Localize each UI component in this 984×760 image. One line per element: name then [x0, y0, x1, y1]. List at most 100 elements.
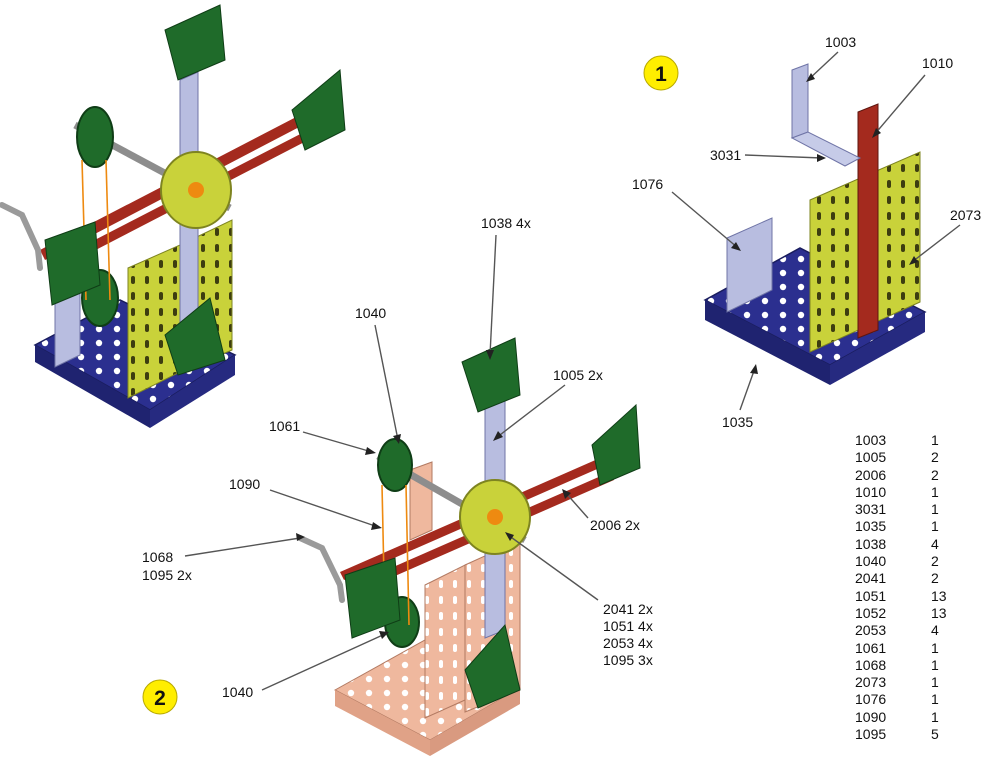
callout-1010: 1010: [922, 55, 953, 71]
step-1-number: 1: [655, 63, 667, 86]
crank-handle: [0, 202, 43, 271]
orange-bushing: [487, 509, 503, 525]
parts-list-row: 2053 4: [855, 622, 965, 639]
green-plate-right: [291, 69, 346, 151]
callout-1003: 1003: [825, 34, 856, 50]
orange-string-1090-b: [405, 484, 410, 626]
salmon-base-edge: [335, 690, 430, 756]
blue-base-plate-side: [150, 355, 235, 428]
callout-labels: 1003 1010 3031 1076 2073 1035 1038 4x 10…: [142, 34, 981, 700]
green-plate-bottom: [164, 297, 226, 376]
salmon-base-side: [430, 688, 520, 756]
green-plate-1038-right: [591, 403, 641, 486]
leader-1003: [807, 51, 839, 81]
callout-1040-bottom: 1040: [222, 684, 253, 700]
leader-1076: [671, 191, 739, 249]
part-number: 1003: [855, 432, 887, 448]
part-quantity: 1: [931, 432, 939, 448]
green-plate-1038-bottom: [464, 623, 521, 709]
part-number: 2041: [855, 570, 887, 587]
part-quantity: 2: [931, 553, 939, 570]
leader-2041: [507, 534, 599, 601]
part-quantity: 1: [931, 708, 939, 725]
callout-2006: 2006 2x: [590, 517, 640, 533]
salmon-side-plate: [424, 564, 466, 719]
callout-1068: 1068: [142, 549, 173, 565]
callout-1005: 1005 2x: [553, 367, 603, 383]
orange-bushing: [188, 182, 204, 198]
part-quantity: 13: [931, 604, 947, 621]
callout-1035: 1035: [722, 414, 753, 430]
callout-2073: 2073: [950, 207, 981, 223]
callout-2041: 2041 2x: [603, 601, 653, 617]
leader-1068: [184, 537, 301, 557]
parts-list-row: 1003 1: [855, 432, 965, 449]
callout-1090: 1090: [229, 476, 260, 492]
parts-list-row: 1005 2: [855, 449, 965, 466]
callout-1095: 1095 2x: [142, 567, 192, 583]
part-number: 1076: [855, 691, 887, 708]
parts-list-row: 1040 2: [855, 553, 965, 570]
bracket-3031: [790, 131, 862, 167]
leader-1040-top: [374, 324, 399, 441]
leader-2006: [564, 491, 589, 519]
yellow-side-plate: [127, 244, 181, 399]
leader-2073: [911, 224, 961, 263]
part-number: 1052: [855, 604, 887, 621]
leader-1010: [873, 74, 926, 136]
part-number: 2053: [855, 622, 887, 639]
lavender-plate-1076: [726, 217, 773, 313]
part-quantity: 13: [931, 587, 947, 604]
part-quantity: 2: [931, 449, 939, 466]
leader-1040-bottom: [261, 633, 386, 691]
part-number: 1095: [855, 726, 887, 743]
lavender-strip-1003: [791, 63, 809, 139]
step-1-badge: [643, 55, 679, 91]
part-number: 1005: [855, 449, 887, 466]
part-quantity: 1: [931, 518, 939, 535]
part-quantity: 2: [931, 466, 939, 483]
leader-3031: [744, 154, 823, 159]
part-quantity: 5: [931, 726, 939, 743]
step-1-assembly: 1: [643, 55, 927, 385]
part-number: 1010: [855, 483, 887, 500]
leader-1005: [495, 384, 566, 439]
part-quantity: 1: [931, 656, 939, 673]
part-quantity: 4: [931, 535, 939, 552]
leader-1090: [269, 489, 379, 528]
callout-1061: 1061: [269, 418, 300, 434]
blue-base-plate-edge: [35, 345, 150, 428]
parts-list-row: 1052 13: [855, 605, 965, 622]
part-number: 1035: [855, 518, 887, 535]
crank-handle-1068: [297, 535, 345, 603]
part-quantity: 1: [931, 691, 939, 708]
parts-list-row: 1010 1: [855, 484, 965, 501]
callout-2053: 2053 4x: [603, 635, 653, 651]
part-quantity: 4: [931, 622, 939, 639]
part-number: 1090: [855, 708, 887, 725]
completed-model: [0, 4, 346, 428]
part-number: 1061: [855, 639, 887, 656]
part-number: 1051: [855, 587, 887, 604]
part-number: 1040: [855, 553, 887, 570]
leader-1038: [489, 234, 497, 356]
step-2-badge: [142, 679, 178, 715]
callout-1076: 1076: [632, 176, 663, 192]
green-pulley-1040-top: [377, 438, 413, 492]
parts-list-row: 1051 13: [855, 588, 965, 605]
green-pulley-top: [76, 106, 114, 168]
leader-lines: [184, 51, 961, 691]
callout-3031: 3031: [710, 147, 741, 163]
part-number: 3031: [855, 501, 887, 518]
part-quantity: 1: [931, 483, 939, 500]
blue-base-plate-edge: [705, 300, 830, 385]
callout-1038: 1038 4x: [481, 215, 531, 231]
green-plate-top: [164, 4, 226, 81]
